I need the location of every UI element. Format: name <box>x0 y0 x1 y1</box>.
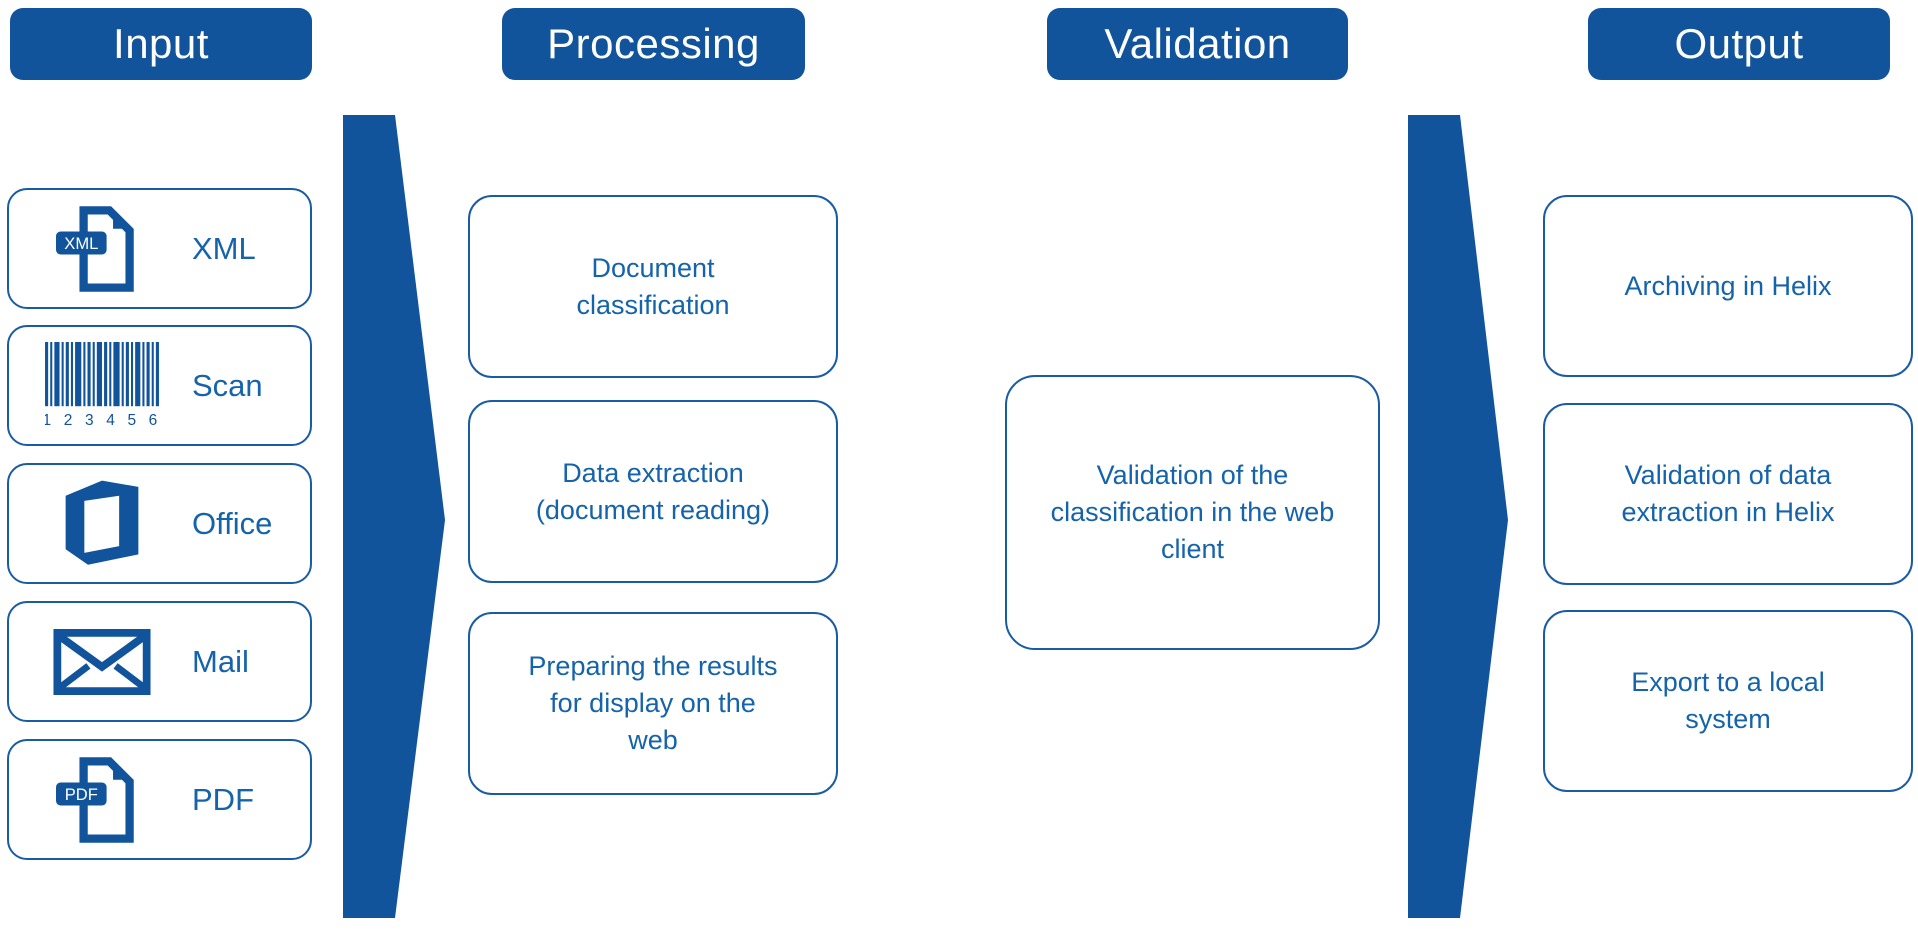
input-item-label: Scan <box>192 367 263 403</box>
input-header-label: Input <box>113 20 209 67</box>
xml-file-icon: XML <box>42 203 162 295</box>
processing-box-label: Document classification <box>576 252 730 320</box>
output-column-header: Output <box>1588 8 1890 80</box>
output-box-export-local: Export to a local system <box>1543 610 1913 792</box>
arrow-validation-to-output <box>1408 115 1508 918</box>
processing-column-header: Processing <box>502 8 805 80</box>
office-logo-icon <box>42 480 162 567</box>
processing-box-preparing-results: Preparing the results for display on the… <box>468 612 838 795</box>
validation-box-label: Validation of the classification in the … <box>1050 460 1335 564</box>
input-item-scan: 1 2 3 4 5 6 Scan <box>7 325 312 446</box>
input-item-pdf: PDF PDF <box>7 739 312 860</box>
processing-box-label: Data extraction (document reading) <box>535 457 771 525</box>
input-item-label: Mail <box>192 643 249 679</box>
mail-envelope-icon <box>42 628 162 695</box>
input-item-label: Office <box>192 505 273 541</box>
input-item-label: PDF <box>192 781 254 817</box>
validation-header-label: Validation <box>1104 20 1291 67</box>
output-box-label: Export to a local system <box>1631 667 1825 734</box>
barcode-icon: 1 2 3 4 5 6 <box>42 342 162 429</box>
output-header-label: Output <box>1674 20 1804 67</box>
pdf-file-icon: PDF <box>42 754 162 846</box>
processing-box-label: Preparing the results for display on the… <box>528 651 778 755</box>
output-box-archiving: Archiving in Helix <box>1543 195 1913 377</box>
processing-box-document-classification: Document classification <box>468 195 838 378</box>
output-box-label: Validation of data extraction in Helix <box>1621 460 1835 527</box>
input-item-label: XML <box>192 230 256 266</box>
input-item-office: Office <box>7 463 312 584</box>
arrow-input-to-processing <box>343 115 445 918</box>
input-item-xml: XML XML <box>7 188 312 309</box>
barcode-digits: 1 2 3 4 5 6 <box>45 412 159 429</box>
pdf-badge-text: PDF <box>65 785 98 804</box>
input-item-mail: Mail <box>7 601 312 722</box>
output-box-validation-extraction: Validation of data extraction in Helix <box>1543 403 1913 585</box>
processing-header-label: Processing <box>547 20 760 67</box>
output-box-label: Archiving in Helix <box>1624 270 1832 301</box>
processing-box-data-extraction: Data extraction (document reading) <box>468 400 838 583</box>
input-column-header: Input <box>10 8 312 80</box>
validation-column-header: Validation <box>1047 8 1348 80</box>
xml-badge-text: XML <box>64 234 98 253</box>
validation-box-web-client: Validation of the classification in the … <box>1005 375 1380 650</box>
